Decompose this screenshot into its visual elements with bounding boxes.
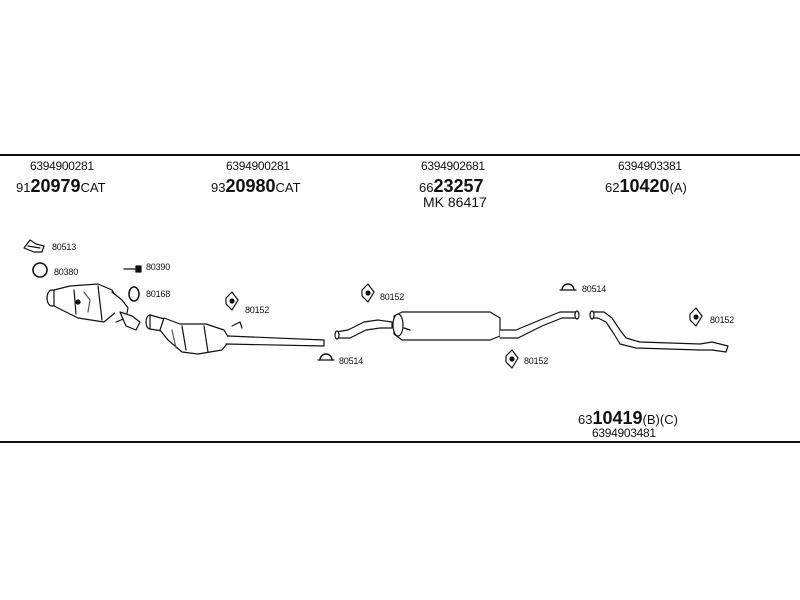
label-80152-d: 80152: [710, 315, 735, 325]
section-3-part-number: 6623257: [419, 176, 484, 196]
rear-tail-pipe: [589, 310, 729, 353]
catalytic-converter-rear: [159, 317, 325, 355]
label-80380: 80380: [54, 267, 79, 277]
label-80152-a: 80152: [245, 305, 270, 315]
middle-silencer: [334, 310, 580, 341]
label-80390: 80390: [146, 262, 171, 272]
section-4-oe-number: 6394903381: [618, 159, 682, 173]
bottom-oe-number: 6394903481: [592, 426, 656, 440]
section-2: 6394900281: [226, 160, 290, 172]
gasket-80168-icon: [128, 286, 140, 302]
top-rule: [0, 154, 800, 156]
hanger-80152-a-icon: [225, 291, 239, 311]
bolt-80390-icon: [123, 265, 142, 273]
section-4: 6394903381: [618, 160, 682, 172]
ring-80380-icon: [32, 262, 48, 278]
label-80152-c: 80152: [524, 356, 549, 366]
bottom-part-number: 6310419(B)(C): [578, 408, 678, 428]
section-1-part-number: 9120979CAT: [16, 176, 106, 196]
hanger-80152-b-icon: [361, 283, 375, 303]
hanger-80152-c-icon: [505, 349, 519, 369]
clamp-80514-b-icon: [559, 283, 577, 291]
label-80513: 80513: [52, 242, 77, 252]
section-2-oe-number: 6394900281: [226, 159, 290, 173]
clamp-80514-a-icon: [317, 353, 335, 361]
section-3-mk-number: MK 86417: [423, 194, 487, 210]
bottom-rule: [0, 441, 800, 443]
label-80514-a: 80514: [339, 356, 364, 366]
section-1-oe-number: 6394900281: [30, 159, 94, 173]
section-2-part-number: 9320980CAT: [211, 176, 301, 196]
label-80152-b: 80152: [380, 292, 405, 302]
label-80168: 80168: [146, 289, 171, 299]
label-80514-b: 80514: [582, 284, 607, 294]
section-3-oe-number: 6394902681: [421, 159, 485, 173]
catalytic-converter-front: [46, 283, 141, 331]
hanger-80152-d-icon: [689, 307, 703, 327]
section-3: 6394902681: [421, 160, 485, 172]
clamp-80513-icon: [23, 239, 45, 253]
section-1: 6394900281: [30, 160, 94, 172]
section-4-part-number: 6210420(A): [605, 176, 687, 196]
